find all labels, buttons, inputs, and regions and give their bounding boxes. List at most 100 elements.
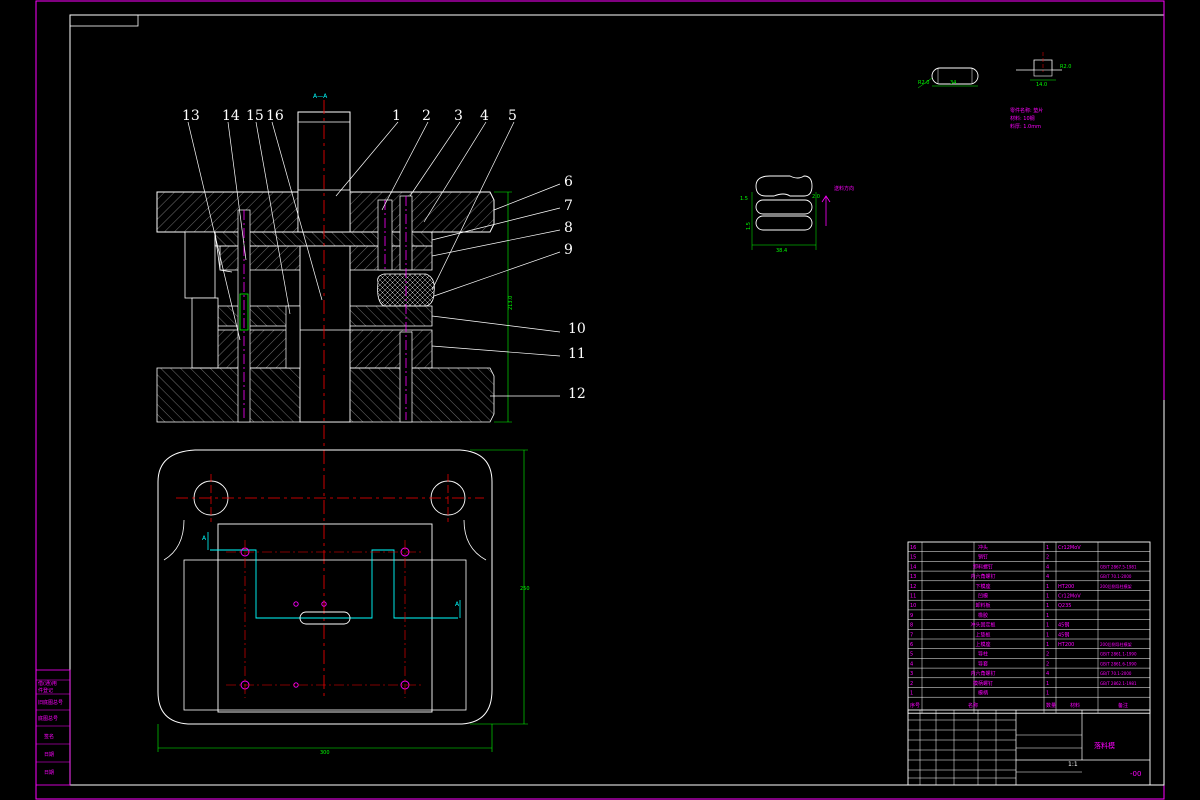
svg-text:2: 2 — [1046, 661, 1049, 667]
svg-text:4: 4 — [1046, 564, 1049, 570]
svg-text:上模座: 上模座 — [975, 641, 990, 648]
svg-text:4: 4 — [910, 661, 913, 667]
drawing-scale: 1:1 — [1068, 761, 1078, 768]
part-label-6: 6 — [564, 174, 573, 190]
part-label-14: 14 — [222, 108, 240, 124]
part-label-13: 13 — [182, 108, 200, 124]
svg-text:备注: 备注 — [1118, 702, 1128, 709]
part-label-12: 12 — [568, 386, 586, 402]
dim-strip-w: 38.4 — [776, 248, 787, 254]
stamp-old-number: 旧底图总号 — [38, 699, 63, 706]
svg-text:2: 2 — [910, 681, 913, 687]
svg-text:凹模: 凹模 — [978, 593, 988, 600]
svg-text:1: 1 — [1046, 584, 1049, 590]
stamp-borrowed: 借(通)用 — [38, 680, 57, 687]
drawing-name: 落料模 — [1094, 741, 1115, 750]
svg-text:1: 1 — [1046, 632, 1049, 638]
svg-text:上垫板: 上垫板 — [975, 631, 990, 638]
svg-text:10: 10 — [910, 603, 916, 609]
dim-part-w: 34 — [950, 80, 956, 86]
svg-text:卸料螺钉: 卸料螺钉 — [973, 563, 993, 570]
svg-text:下模座: 下模座 — [975, 583, 990, 590]
svg-text:橡胶: 橡胶 — [978, 612, 988, 619]
svg-text:冲头: 冲头 — [978, 544, 988, 551]
svg-text:5: 5 — [910, 652, 913, 658]
svg-text:模柄: 模柄 — [978, 690, 988, 697]
lower-base-outline — [157, 449, 493, 725]
svg-text:1: 1 — [910, 691, 913, 697]
svg-text:200后侧导柱模架: 200后侧导柱模架 — [1100, 583, 1132, 589]
dim-width: 300 — [320, 750, 330, 756]
svg-text:HT200: HT200 — [1058, 642, 1074, 648]
svg-text:4: 4 — [1046, 574, 1049, 580]
svg-text:序号: 序号 — [910, 702, 920, 709]
part-label-3: 3 — [454, 108, 463, 124]
svg-text:Q235: Q235 — [1058, 603, 1071, 609]
svg-text:7: 7 — [910, 632, 913, 638]
strip-layout: 38.4 1.5 2.0 1.5 送料方向 — [740, 175, 854, 254]
feed-direction: 送料方向 — [834, 185, 854, 192]
bom-row: 7 上垫板 1 45钢 — [910, 631, 1069, 638]
svg-text:内六角螺钉: 内六角螺钉 — [970, 670, 995, 677]
svg-text:45钢: 45钢 — [1058, 631, 1069, 638]
dim-strip-p: 2.0 — [812, 194, 820, 200]
svg-text:200后侧导柱模架: 200后侧导柱模架 — [1100, 641, 1132, 647]
part-view: 34 R2.0 14.0 R2.0 — [917, 52, 1071, 89]
dim-part-r: R2.0 — [918, 80, 929, 86]
dim-side-a2: A — [455, 601, 460, 608]
title-block: 落料模 -00 1:1 — [907, 709, 1151, 786]
svg-text:1: 1 — [1046, 613, 1049, 619]
svg-text:HT200: HT200 — [1058, 584, 1074, 590]
part-label-16: 16 — [266, 108, 284, 124]
stamp-date: 日期 — [44, 752, 54, 758]
section-view: 213.0 A—A — [156, 93, 514, 700]
stamp-number: 底图总号 — [38, 715, 58, 722]
bom-row: 4 导套 2 GB/T 2861.6-1990 — [910, 660, 1137, 667]
bom-header: 序号名称数量材料备注 — [910, 702, 1128, 709]
dim-height: 213.0 — [508, 296, 514, 310]
leaders — [187, 121, 561, 397]
svg-text:GB/T 70.1-2000: GB/T 70.1-2000 — [1100, 574, 1132, 579]
part-label-10: 10 — [568, 321, 586, 337]
stamp-register: 件登记 — [38, 687, 53, 694]
svg-text:冲头固定板: 冲头固定板 — [970, 622, 995, 629]
svg-text:1: 1 — [1046, 691, 1049, 697]
svg-text:导套: 导套 — [978, 660, 988, 667]
section-label: A—A — [313, 93, 328, 100]
stamp-date-2: 日期 — [44, 770, 54, 776]
punch — [299, 245, 351, 423]
svg-text:16: 16 — [910, 545, 916, 551]
svg-text:8: 8 — [910, 623, 913, 629]
svg-text:GB/T 2861.6-1990: GB/T 2861.6-1990 — [1100, 661, 1137, 666]
svg-text:1: 1 — [1046, 681, 1049, 687]
svg-text:1: 1 — [1046, 623, 1049, 629]
svg-text:2: 2 — [1046, 652, 1049, 658]
part-note-name: 零件名称: 垫片 — [1010, 107, 1043, 114]
side-stamp: 借(通)用 件登记 旧底图总号 底图总号 签名 日期 日期 — [35, 669, 71, 786]
bom-row: 1 模柄 1 — [910, 690, 1049, 697]
dim-strip-h: 1.5 — [740, 196, 748, 202]
dim-depth: 250 — [520, 586, 530, 592]
part-label-4: 4 — [480, 108, 489, 124]
svg-text:13: 13 — [910, 574, 916, 580]
svg-text:材料: 材料 — [1070, 702, 1080, 709]
stamp-signature: 签名 — [44, 733, 54, 740]
svg-text:6: 6 — [910, 642, 913, 648]
svg-text:GB/T 2867.5-1981: GB/T 2867.5-1981 — [1100, 564, 1137, 569]
dim-side-a: A — [202, 535, 207, 542]
part-label-15: 15 — [246, 108, 264, 124]
part-label-8: 8 — [564, 220, 573, 236]
corner-box — [69, 14, 139, 27]
section-path — [210, 549, 458, 619]
part-label-5: 5 — [508, 108, 517, 124]
svg-text:14: 14 — [910, 564, 916, 570]
